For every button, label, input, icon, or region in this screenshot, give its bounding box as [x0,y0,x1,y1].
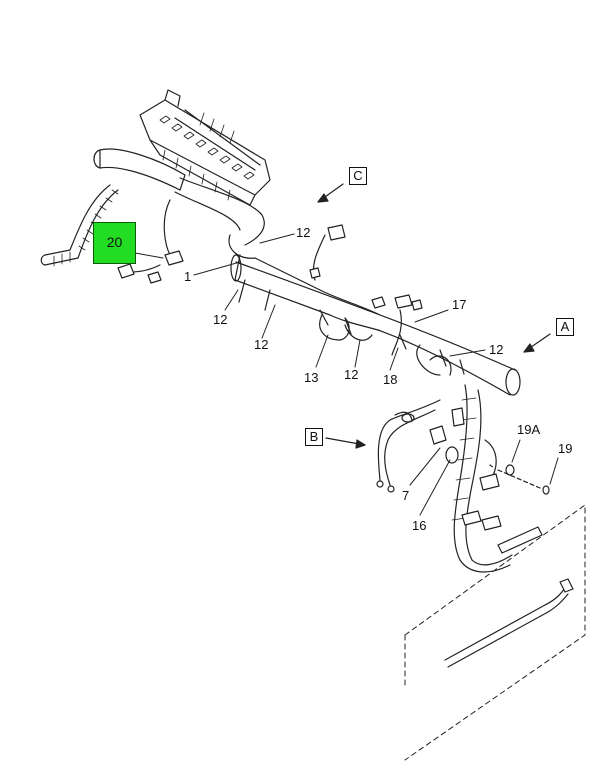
callout-12-left: 12 [213,312,228,327]
cable-tie-detail [444,578,574,668]
fuse-block [139,89,271,206]
left-conduit [40,148,186,267]
upper-right-connectors [238,224,452,376]
left-pigtail-connectors [117,199,184,284]
branch-b-wires [376,399,502,531]
lower-branch [451,384,543,573]
view-label-a: A [556,318,574,336]
main-trunk [174,177,521,396]
view-label-c: C [349,167,367,185]
part-20-highlight[interactable]: 20 [93,222,136,264]
callout-1: 1 [184,269,192,284]
callout-19a: 19A [517,422,541,437]
callout-12-right: 12 [489,342,504,357]
callout-12-mid: 12 [254,337,269,352]
callout-17: 17 [452,297,467,312]
callout-16: 16 [412,518,427,533]
view-label-b: B [305,428,323,446]
callout-19: 19 [558,441,573,456]
callout-7: 7 [402,488,410,503]
callout-13: 13 [304,370,319,385]
leader-lines [134,233,559,516]
callout-12-lower: 12 [344,367,359,382]
callout-18: 18 [383,372,398,387]
fastener-parts [489,464,550,495]
detail-box [404,504,586,761]
view-arrows [317,183,551,449]
callout-12-top: 12 [296,225,311,240]
